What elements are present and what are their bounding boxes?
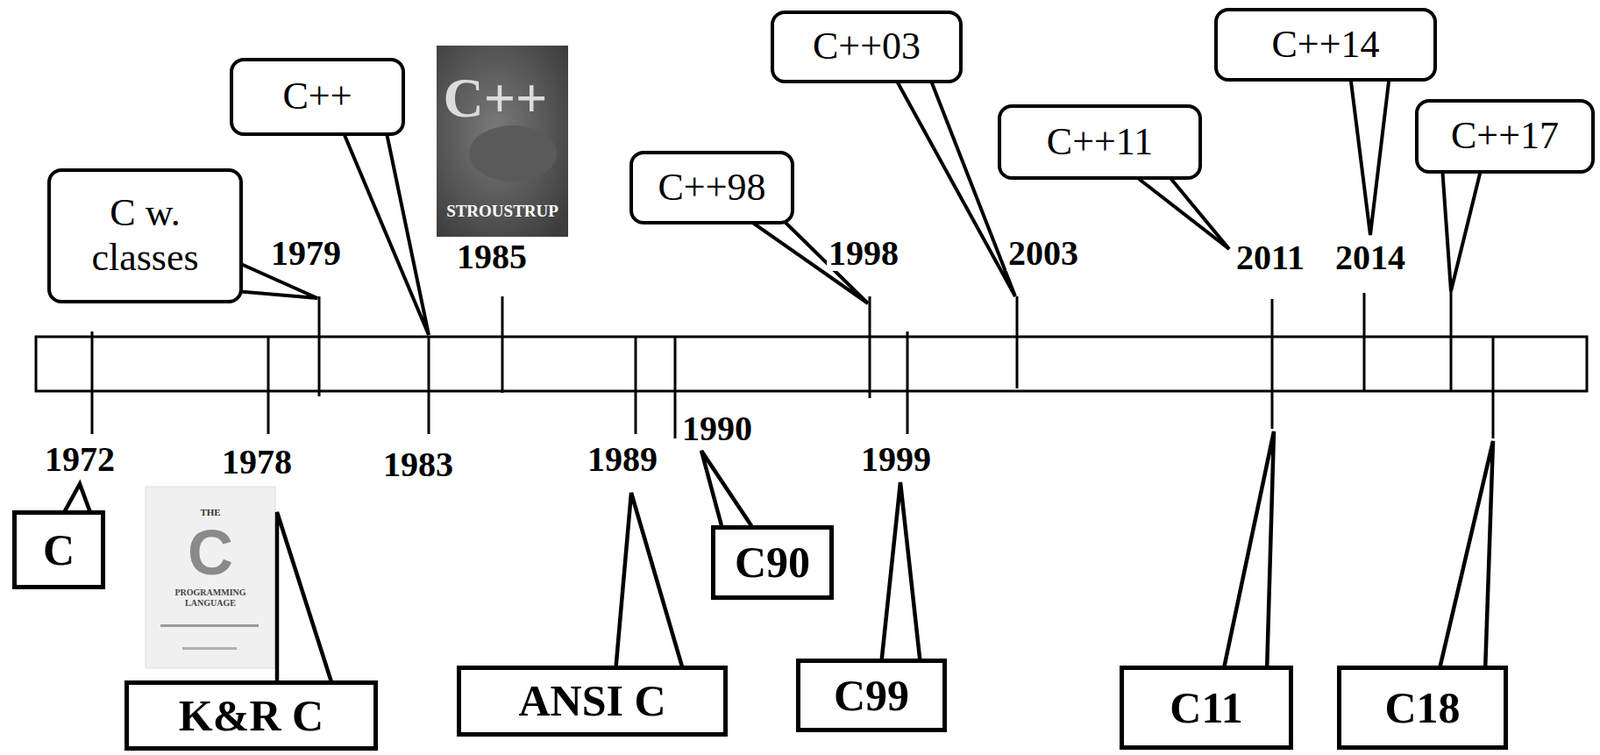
callout-pointer: [1438, 440, 1494, 673]
book-title-small: THE: [199, 507, 221, 518]
tick-mark: [634, 336, 638, 434]
callout-pointer: [1130, 172, 1230, 249]
cpp-version-callout: C++14: [1214, 7, 1437, 82]
callout-text: C90: [734, 538, 811, 587]
c-version-callout: ANSI C: [456, 665, 728, 737]
book-author: STROUSTRUP: [446, 202, 559, 220]
c-version-callout: C99: [796, 658, 947, 733]
callout-text: K&R C: [178, 691, 324, 740]
tick-mark: [91, 331, 94, 434]
cpp-version-callout: C++98: [629, 150, 795, 225]
year-label: 2003: [1006, 235, 1081, 271]
c-version-callout: C18: [1336, 665, 1508, 750]
callout-pointer: [615, 492, 684, 673]
c-version-callout: C11: [1119, 665, 1294, 750]
callout-text: C++98: [658, 165, 767, 211]
year-label: 1989: [585, 441, 660, 477]
callout-text: C++17: [1450, 113, 1559, 159]
tick-mark: [674, 336, 677, 439]
callout-text: C99: [833, 671, 910, 720]
cpp-version-callout: C++17: [1415, 99, 1595, 174]
c-book-cover: [145, 486, 276, 669]
tick-mark: [1492, 336, 1495, 439]
c-version-callout: C: [12, 510, 106, 590]
cpp-version-callout: C++11: [997, 104, 1202, 180]
year-label: 2011: [1234, 240, 1307, 276]
year-label: 1979: [269, 235, 343, 271]
callout-text: C++11: [1046, 120, 1153, 165]
callout-text: C++14: [1272, 22, 1380, 68]
year-label: 1998: [826, 235, 901, 271]
tick-mark: [868, 296, 872, 399]
book-subtitle: PROGRAMMING LANGUAGE: [168, 587, 253, 609]
cpp-book-cover: [436, 45, 569, 237]
callout-pointer: [1442, 166, 1482, 292]
callout-text: C++03: [812, 24, 921, 70]
year-label: 1985: [455, 239, 529, 275]
c-version-callout: C90: [711, 525, 834, 600]
callout-pointer: [1223, 431, 1274, 673]
callout-pointer: [277, 512, 334, 688]
tick-mark: [427, 336, 431, 434]
tick-mark: [267, 336, 271, 434]
cpp-version-callout: C++: [229, 57, 406, 136]
callout-text: C: [42, 526, 75, 575]
book-art: [469, 125, 557, 182]
callout-text: C18: [1384, 683, 1460, 733]
c-version-callout: K&R C: [124, 680, 378, 751]
tick-group: [92, 291, 1494, 439]
book-publisher-line: [182, 647, 237, 650]
callout-pointer: [701, 450, 756, 533]
year-label: 1972: [42, 441, 117, 477]
tick-mark: [1016, 296, 1019, 389]
tick-mark: [906, 331, 910, 434]
tick-mark: [501, 296, 505, 393]
tick-mark: [1363, 292, 1366, 392]
callout-pointer: [341, 128, 429, 335]
tick-mark: [1271, 298, 1274, 429]
callout-text: C11: [1169, 683, 1243, 733]
callout-pointer: [881, 482, 921, 666]
callout-text: ANSI C: [518, 676, 666, 726]
year-label: 1983: [381, 447, 456, 483]
book-author-line: [160, 624, 259, 627]
year-label: 1999: [859, 441, 933, 477]
book-title-letter: C: [187, 520, 234, 584]
year-label: 1978: [220, 444, 294, 480]
book-title: C++: [442, 70, 548, 127]
cpp-version-callout: C w. classes: [47, 168, 243, 304]
callout-pointer: [1350, 74, 1390, 235]
year-label: 1990: [680, 411, 754, 447]
tick-mark: [1450, 291, 1453, 392]
cpp-version-callout: C++03: [770, 10, 963, 84]
year-label: 2014: [1333, 240, 1408, 276]
callout-text: C w. classes: [61, 191, 229, 280]
tick-mark: [318, 296, 321, 397]
callout-pointer: [894, 76, 1016, 297]
callout-text: C++: [283, 74, 353, 120]
